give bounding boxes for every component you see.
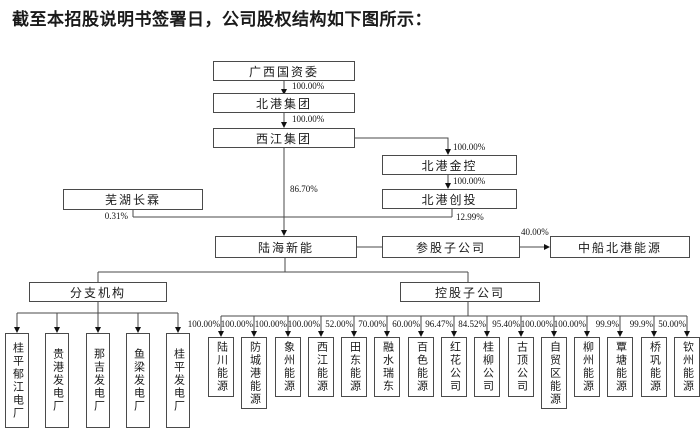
subsidiary-pct: 96.47% — [425, 319, 453, 329]
top-chain-connectors — [281, 81, 451, 236]
node-invested-subsidiaries: 参股子公司 — [382, 236, 520, 258]
subsidiary-pct: 100.00% — [220, 319, 253, 329]
subsidiary-box: 西江能源 — [308, 337, 334, 397]
subsidiary-box: 桂柳公司 — [474, 337, 500, 397]
node-guangxi-sasac: 广西国资委 — [213, 61, 355, 81]
subsidiary-pct: 100.00% — [254, 319, 287, 329]
subsidiary-box: 柳州能源 — [574, 337, 600, 397]
ownership-label: 100.00% — [453, 142, 486, 152]
branch-box: 鱼梁发电厂 — [126, 333, 150, 428]
branch-box: 桂平发电厂 — [166, 333, 190, 428]
subsidiary-box: 自贸区能源 — [541, 337, 567, 409]
subsidiary-distribution-connectors — [218, 302, 690, 337]
ownership-label: 86.70% — [290, 184, 318, 194]
node-wuhu-changlin: 芜湖长霖 — [63, 189, 203, 210]
subsidiary-box: 桥巩能源 — [641, 337, 667, 397]
page-title: 截至本招股说明书签署日，公司股权结构如下图所示： — [12, 10, 432, 29]
subsidiary-box: 防城港能源 — [241, 337, 267, 409]
subsidiary-pct: 99.9% — [595, 319, 619, 329]
subsidiary-pct: 100.00% — [287, 319, 320, 329]
branch-box: 贵港发电厂 — [45, 333, 69, 428]
subsidiary-pct: 52.00% — [325, 319, 353, 329]
subsidiary-box: 象州能源 — [275, 337, 301, 397]
ownership-label: 100.00% — [292, 81, 325, 91]
middle-row-connectors — [97, 244, 550, 282]
subsidiary-box: 钦州能源 — [674, 337, 700, 397]
subsidiary-box: 陆川能源 — [208, 337, 234, 397]
subsidiary-pct: 50.00% — [658, 319, 686, 329]
ownership-label: 100.00% — [453, 176, 486, 186]
branch-box: 桂平郁江电厂 — [5, 333, 29, 428]
node-csic-beigang-energy: 中船北港能源 — [550, 236, 690, 258]
minority-shareholder-connectors — [132, 209, 453, 218]
subsidiary-box: 古顶公司 — [508, 337, 534, 397]
ownership-label: 40.00% — [521, 227, 549, 237]
subsidiary-pct: 100.00% — [520, 319, 553, 329]
subsidiary-box: 融水瑞东 — [374, 337, 400, 397]
node-branch-organizations: 分支机构 — [29, 282, 167, 302]
subsidiary-pct: 100.00% — [553, 319, 586, 329]
subsidiary-pct: 70.00% — [358, 319, 386, 329]
subsidiary-box: 红花公司 — [441, 337, 467, 397]
ownership-label: 0.31% — [104, 211, 128, 221]
subsidiary-pct: 99.9% — [629, 319, 653, 329]
node-beigang-jinkong: 北港金控 — [382, 155, 517, 175]
branch-box: 那吉发电厂 — [86, 333, 110, 428]
subsidiary-box: 田东能源 — [341, 337, 367, 397]
subsidiary-pct: 100.00% — [187, 319, 220, 329]
subsidiary-box: 百色能源 — [408, 337, 434, 397]
node-beigang-group: 北港集团 — [213, 93, 355, 113]
subsidiary-box: 覃塘能源 — [607, 337, 633, 397]
subsidiary-pct: 95.40% — [492, 319, 520, 329]
subsidiary-pct: 60.00% — [392, 319, 420, 329]
ownership-label: 12.99% — [456, 212, 484, 222]
node-xijiang-group: 西江集团 — [213, 128, 355, 148]
node-holding-subsidiaries: 控股子公司 — [400, 282, 540, 302]
branch-distribution-connectors — [14, 302, 181, 333]
node-beigang-chuangtou: 北港创投 — [382, 189, 517, 209]
subsidiary-pct: 84.52% — [458, 319, 486, 329]
node-luhai-xinneng: 陆海新能 — [215, 236, 357, 258]
ownership-label: 100.00% — [292, 114, 325, 124]
